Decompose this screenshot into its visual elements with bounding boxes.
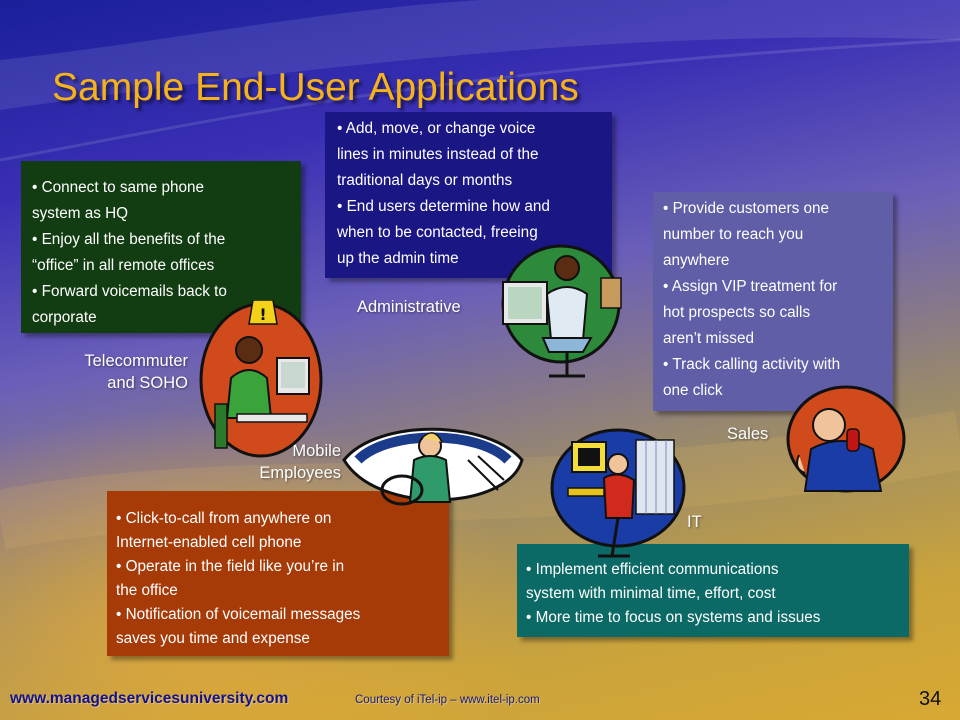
mobile-bullet: Notification of voicemail messages saves… [116,603,449,651]
administrative-label: Administrative [357,298,461,316]
mobile-bullet: Operate in the field like you’re in the … [116,555,449,603]
telecommuter-bullet: Forward voicemails back to corporate [32,279,301,331]
administrative-bullet: Add, move, or change voice lines in minu… [337,116,612,194]
admin-with-document-icon [501,244,622,378]
sales-benefits-box: Provide customers one number to reach yo… [653,192,893,411]
page-number: 34 [919,688,942,710]
mobile-bullet: Click-to-call from anywhere on Internet-… [116,507,449,555]
driver-in-car-icon [342,427,524,506]
it-bullet: Implement efficient communications syste… [526,558,909,606]
telecommuter-bullet: Connect to same phone system as HQ [32,175,301,227]
sales-bullet: Track calling activity with one click [663,352,893,404]
sales-bullet: Provide customers one number to reach yo… [663,196,893,274]
footer-courtesy-text: Courtesy of iTel-ip – www.itel-ip.com [355,694,540,706]
sales-bullet: Assign VIP treatment for hot prospects s… [663,274,893,352]
mobile-benefits-box: Click-to-call from anywhere on Internet-… [107,491,449,656]
mobile-label: Mobile Employees [259,442,341,482]
it-label: IT [687,513,702,531]
svg-text:!: ! [259,305,266,324]
footer-website-link[interactable]: www.managedservicesuniversity.com [10,690,289,707]
it-benefits-box: Implement efficient communications syste… [517,544,909,637]
salesman-on-phone-icon [786,385,906,493]
slide-title: Sample End-User Applications [52,66,579,109]
administrative-bullet: End users determine how and when to be c… [337,194,612,272]
woman-at-computer-icon: ! [199,300,323,458]
it-bullet: More time to focus on systems and issues [526,606,909,630]
sales-label: Sales [727,425,769,443]
it-worker-at-desk-icon [550,428,686,558]
telecommuter-bullet: Enjoy all the benefits of the “office” i… [32,227,301,279]
telecommuter-label: Telecommuter and SOHO [84,352,188,392]
